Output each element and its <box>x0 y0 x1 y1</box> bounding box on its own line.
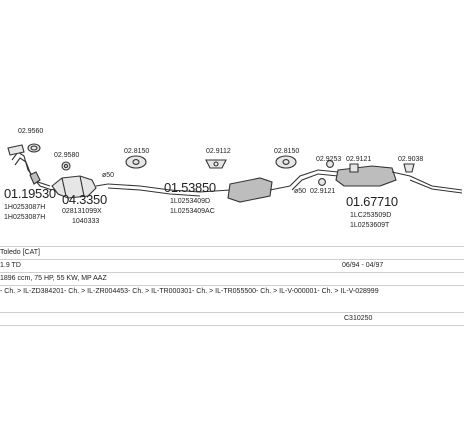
hanger-fitting-2 <box>275 155 297 169</box>
part-reference: 1LC253509D <box>350 212 392 219</box>
fitting-label: 02.9112 <box>206 148 231 155</box>
fitting-label: 02.9038 <box>398 156 424 163</box>
exhaust-system-diagram: 02.9560 02.9580 02.8150 02.9112 02.8150 … <box>4 128 463 229</box>
bracket-fitting <box>349 163 359 173</box>
front-pipe-part <box>7 144 53 191</box>
diameter-label: ø50 <box>294 188 307 195</box>
part-reference: 1L0253609T <box>350 222 390 229</box>
middle-silencer-part <box>199 177 291 203</box>
engine-name: 1.9 TD <box>0 262 21 269</box>
part-reference: 1040333 <box>72 218 100 225</box>
part-reference: 1H0253087H <box>4 204 46 211</box>
engine-row: 1.9 TD 06/94 - 04/97 <box>0 259 464 273</box>
tail-pipe <box>409 175 463 194</box>
fitting-label: 02.9580 <box>54 152 80 159</box>
part-reference: 1L0253409D <box>170 198 211 205</box>
vehicle-info-table: Toledo [CAT] 1.9 TD 06/94 - 04/97 1896 c… <box>0 246 464 326</box>
fitting-label: 02.8150 <box>124 148 150 155</box>
rubber-mount-fitting <box>205 159 227 169</box>
exhaust-drawing <box>7 143 463 203</box>
fitting-label: 02.9253 <box>316 156 342 163</box>
code-row: C310250 <box>0 312 464 326</box>
production-years: 06/94 - 04/97 <box>342 262 384 269</box>
fitting-label: 02.8150 <box>274 148 300 155</box>
system-code: C310250 <box>344 315 373 322</box>
chassis-row: - Ch. > IL-ZD384201- Ch. > IL-ZR004453- … <box>0 285 464 299</box>
rear-silencer-part <box>335 165 411 187</box>
engine-specs: 1896 ccm, 75 HP, 55 KW, MP AAZ <box>0 275 107 282</box>
part-number: 01.53850 <box>164 180 216 195</box>
fitting-label: 02.9121 <box>310 188 336 195</box>
chassis-references: - Ch. > IL-ZD384201- Ch. > IL-ZR004453- … <box>0 288 379 295</box>
model-name: Toledo [CAT] <box>0 249 40 256</box>
clamp-fitting-3 <box>326 160 334 168</box>
fitting-label: 02.9121 <box>346 156 372 163</box>
gasket-fitting <box>27 143 41 153</box>
part-number: 01.19530 <box>4 186 56 201</box>
part-reference: 1H0253087H <box>4 214 46 221</box>
clamp-fitting-2 <box>318 178 326 186</box>
rear-bend-pipe <box>289 169 339 191</box>
model-row: Toledo [CAT] <box>0 246 464 260</box>
intermediate-pipe <box>107 183 201 197</box>
clamp-fitting <box>61 161 71 171</box>
part-number: 04.3350 <box>62 192 107 207</box>
part-reference: 1L0253409AC <box>170 208 215 215</box>
table-bottom-rule <box>0 325 464 326</box>
part-number: 01.67710 <box>346 194 398 209</box>
clamp-fitting-4 <box>403 163 415 173</box>
diameter-label: ø50 <box>102 172 115 179</box>
fitting-label: 02.9560 <box>18 128 44 135</box>
part-reference: 028131099X <box>62 208 102 215</box>
hanger-fitting <box>125 155 147 169</box>
specs-row: 1896 ccm, 75 HP, 55 KW, MP AAZ <box>0 272 464 286</box>
catalytic-converter-part <box>51 175 109 199</box>
